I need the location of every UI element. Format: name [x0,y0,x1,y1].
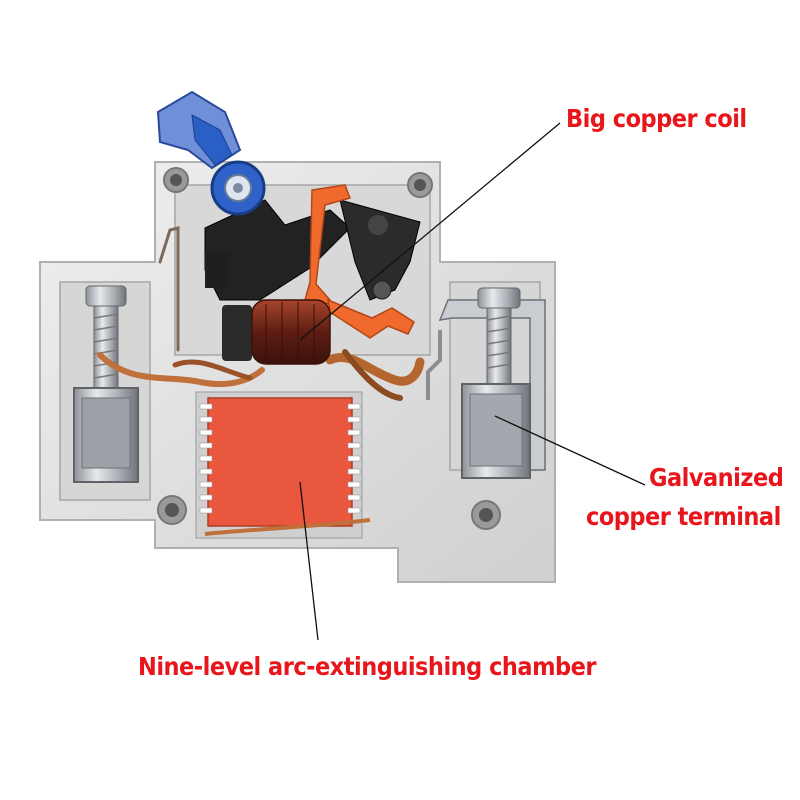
label-big-copper-coil: Big copper coil [566,104,747,133]
copper-coil [222,299,331,365]
label-galvanized: Galvanized [649,463,784,492]
label-arc-chamber: Nine-level arc-extinguishing chamber [138,652,597,681]
leader-line-coil [299,122,561,341]
mounting-hole [479,508,493,522]
leader-lines [299,122,646,641]
mounting-hole [165,503,179,517]
leader-line-terminal [494,415,646,486]
arc-chamber [195,391,371,539]
left-terminal [73,285,139,483]
copper-braids [97,226,425,401]
orange-latch [304,184,415,339]
blue-lever [156,90,266,216]
right-terminal [426,287,546,479]
label-copper-terminal: copper terminal [586,502,781,531]
mounting-hole [170,174,182,186]
leader-line-chamber [299,481,319,641]
mounting-hole [414,179,426,191]
